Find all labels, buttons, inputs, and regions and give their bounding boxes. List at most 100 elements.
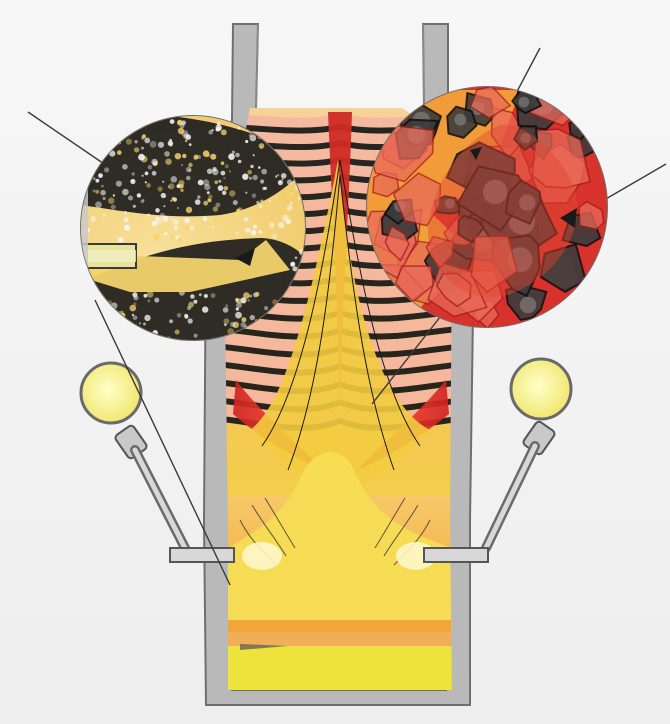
coke-particle — [282, 215, 289, 222]
coke-particle — [199, 293, 202, 296]
coke-particle — [132, 172, 135, 175]
coke-particle — [287, 192, 291, 196]
coke-particle — [211, 226, 213, 228]
coke-particle — [118, 318, 123, 323]
coke-particle — [184, 218, 190, 224]
coke-particle — [124, 211, 127, 214]
coke-particle — [184, 314, 188, 318]
coke-particle — [162, 216, 168, 222]
coke-particle — [117, 150, 122, 155]
coke-particle — [143, 323, 146, 326]
coke-particle — [137, 193, 141, 197]
coke-particle — [278, 222, 284, 228]
coke-particle — [260, 147, 262, 149]
coke-particle — [229, 170, 231, 172]
coke-particle — [252, 175, 257, 180]
coke-particle — [234, 216, 237, 219]
coke-particle — [118, 320, 121, 323]
coke-particle — [93, 122, 97, 126]
coke-particle — [168, 183, 174, 189]
coke-particle — [186, 176, 191, 181]
coke-particle — [89, 307, 95, 313]
coke-particle — [94, 161, 96, 163]
coke-particle — [94, 139, 97, 142]
coke-particle — [133, 302, 136, 305]
coke-particle — [104, 146, 107, 149]
coke-particle — [203, 217, 208, 222]
coke-particle — [250, 165, 253, 168]
coke-particle — [228, 153, 235, 160]
coke-particle — [108, 198, 114, 204]
coke-particle — [177, 207, 179, 209]
coke-particle — [106, 317, 111, 322]
coke-particle — [251, 230, 256, 235]
coke-particle — [132, 292, 137, 297]
coke-particle — [96, 330, 100, 334]
coke-particle — [274, 197, 276, 199]
coke-particle — [261, 169, 267, 175]
coke-particle — [119, 332, 123, 336]
coke-particle — [236, 231, 239, 234]
coke-particle — [290, 262, 295, 267]
coke-particle — [96, 331, 101, 336]
coke-particle — [171, 218, 175, 222]
coke-particle — [165, 159, 171, 165]
coke-particle — [221, 171, 226, 176]
coke-particle — [259, 205, 263, 209]
coke-particle — [111, 205, 116, 210]
coke-particle — [278, 180, 283, 185]
coke-particle — [207, 191, 210, 194]
coke-particle — [224, 186, 229, 191]
coke-particle — [169, 235, 174, 240]
tuyere-blowpipe-icon — [170, 548, 234, 562]
coke-particle — [154, 298, 159, 303]
coke-particle — [155, 208, 160, 213]
coke-particle — [124, 218, 128, 222]
coke-particle — [214, 180, 218, 184]
coke-particle — [90, 216, 96, 222]
coke-particle — [252, 193, 257, 198]
coke-particle — [144, 138, 150, 144]
coke-particle — [245, 227, 250, 232]
coke-particle — [177, 313, 182, 318]
coke-particle — [260, 179, 264, 183]
coke-particle — [290, 202, 293, 205]
coke-particle — [141, 147, 144, 150]
coke-particle — [195, 199, 201, 205]
coke-particle — [237, 298, 242, 303]
coke-particle — [295, 190, 297, 192]
coke-particle — [169, 319, 173, 323]
coke-particle — [116, 216, 121, 221]
coke-particle — [277, 174, 279, 176]
coke-particle — [144, 315, 150, 321]
coke-particle — [244, 217, 247, 220]
coke-particle — [235, 312, 242, 319]
coke-particle — [269, 200, 272, 203]
coke-particle — [177, 184, 181, 188]
coke-particle — [103, 213, 107, 217]
coke-particle — [137, 328, 140, 331]
coke-particle — [253, 225, 257, 229]
coke-particle — [100, 190, 106, 196]
coke-particle — [243, 292, 250, 299]
coke-particle — [133, 315, 138, 320]
coke-particle — [103, 197, 106, 200]
lump-shading — [519, 97, 530, 108]
coke-particle — [134, 147, 139, 152]
coke-particle — [122, 164, 128, 170]
coke-particle — [134, 140, 137, 143]
coke-particle — [242, 174, 248, 180]
coke-particle — [203, 201, 208, 206]
coke-particle — [232, 151, 235, 154]
coke-particle — [116, 181, 122, 187]
coke-particle — [259, 230, 263, 234]
coke-particle — [272, 233, 277, 238]
coke-particle — [88, 136, 95, 143]
coke-particle — [170, 119, 175, 124]
coke-particle — [128, 123, 131, 126]
coke-particle — [99, 148, 104, 153]
coke-particle — [113, 194, 115, 196]
coke-particle — [164, 151, 170, 157]
coke-particle — [164, 232, 167, 235]
coke-particle — [275, 175, 277, 177]
